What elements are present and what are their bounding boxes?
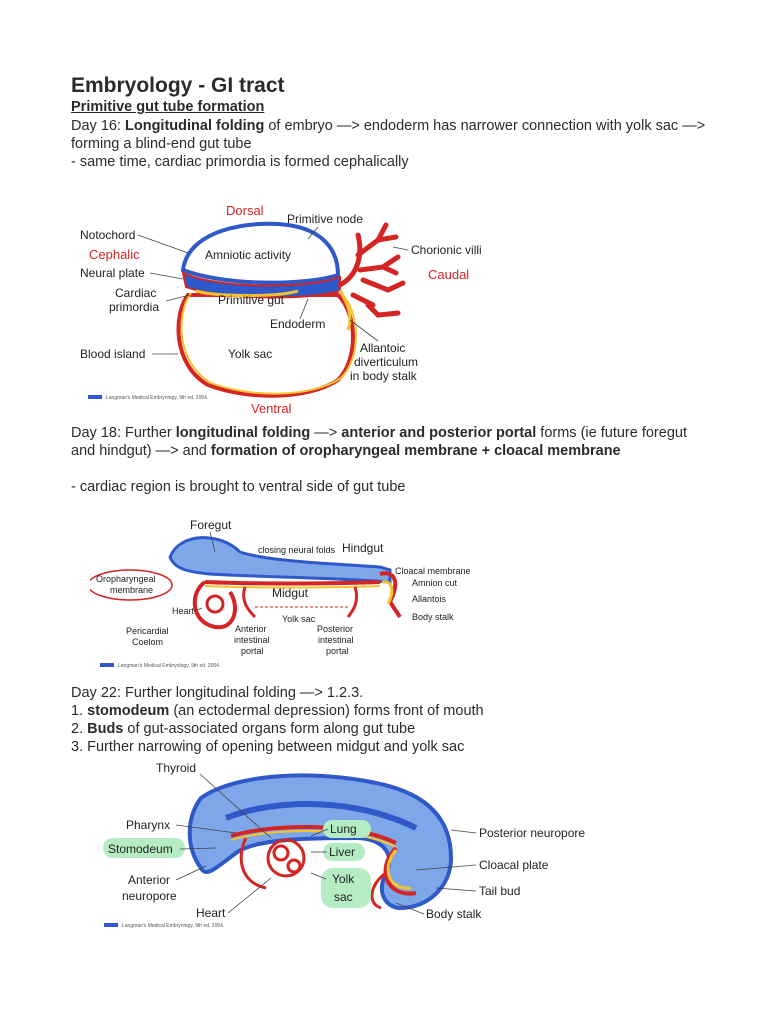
label-yolk-sac: Yolk sac [228, 347, 272, 361]
day18-bold2: anterior and posterior portal [341, 425, 536, 441]
label-yolk: Yolk [332, 872, 355, 886]
label-anterior-neuropore-2: neuropore [122, 889, 177, 903]
label-allantoic-3: in body stalk [350, 369, 418, 383]
figure-day22-svg: Thyroid Pharynx Stomodeum Anterior neuro… [96, 758, 596, 938]
label-liver: Liver [329, 845, 355, 859]
item2-rest: of gut-associated organs form along gut … [123, 721, 415, 737]
posterior-portal-shape [348, 587, 357, 617]
label-neural-plate: Neural plate [80, 266, 145, 280]
yolk-sac-shape [178, 295, 353, 396]
label-midgut: Midgut [272, 586, 309, 600]
label-lung: Lung [330, 822, 357, 836]
label-cardiac-1: Cardiac [115, 286, 156, 300]
figure-day16-svg: Dorsal Cephalic Caudal Ventral Notochord… [78, 195, 508, 420]
page-title: Embryology - GI tract [71, 74, 285, 98]
label-amnion-cut: Amnion cut [412, 578, 458, 588]
day18-bold3: formation of oropharyngeal membrane + cl… [211, 443, 621, 459]
figure-citation: Langman's Medical Embryology, 9th ed. 20… [118, 663, 220, 669]
item1-bold: stomodeum [87, 703, 169, 719]
label-sac: sac [334, 890, 353, 904]
item2-number: 2. [71, 721, 87, 737]
label-primitive-node: Primitive node [287, 212, 363, 226]
label-body-stalk: Body stalk [412, 612, 454, 622]
item2-bold: Buds [87, 721, 123, 737]
day22-line1: Day 22: Further longitudinal folding —> … [71, 684, 711, 702]
figure-day18-svg: Foregut closing neural folds Hindgut Oro… [90, 512, 490, 672]
figure-citation: Langman's Medical Embryology, 9th ed. 20… [106, 395, 208, 401]
day18-line2: - cardiac region is brought to ventral s… [71, 478, 711, 496]
label-hindgut: Hindgut [342, 541, 384, 555]
label-closing-neural-folds: closing neural folds [258, 545, 336, 555]
label-anterior-portal-3: portal [241, 646, 264, 656]
day18-mid1: —> [310, 425, 341, 441]
anterior-portal-shape [244, 587, 255, 617]
label-posterior-portal-3: portal [326, 646, 349, 656]
label-cloacal-plate: Cloacal plate [479, 858, 549, 872]
section-heading: Primitive gut tube formation [71, 99, 264, 115]
label-notochord: Notochord [80, 228, 135, 242]
label-amniotic-activity: Amniotic activity [205, 248, 291, 262]
label-chorionic-villi: Chorionic villi [411, 243, 482, 257]
item1-rest: (an ectodermal depression) forms front o… [169, 703, 483, 719]
label-foregut: Foregut [190, 518, 232, 532]
label-anterior-portal-2: intestinal [234, 635, 270, 645]
day22-item3: 3. Further narrowing of opening between … [71, 738, 711, 756]
label-posterior-portal-2: intestinal [318, 635, 354, 645]
label-oropharyngeal-1: Oropharyngeal [96, 574, 156, 584]
label-caudal: Caudal [428, 267, 469, 282]
label-stomodeum: Stomodeum [108, 842, 173, 856]
embryo-outline [190, 775, 451, 908]
label-allantois: Allantois [412, 594, 447, 604]
heart-shape [195, 582, 235, 627]
label-endoderm: Endoderm [270, 317, 325, 331]
label-cloacal-membrane: Cloacal membrane [395, 566, 471, 576]
day16-paragraph: Day 16: Longitudinal folding of embryo —… [71, 117, 711, 153]
figure-day16: Dorsal Cephalic Caudal Ventral Notochord… [78, 195, 508, 420]
label-blood-island: Blood island [80, 347, 145, 361]
label-tail-bud: Tail bud [479, 884, 520, 898]
label-cardiac-2: primordia [109, 300, 159, 314]
day18-paragraph: Day 18: Further longitudinal folding —> … [71, 424, 711, 460]
label-ventral: Ventral [251, 401, 292, 416]
label-yolk-sac: Yolk sac [282, 614, 316, 624]
day22-item1: 1. stomodeum (an ectodermal depression) … [71, 702, 711, 720]
label-dorsal: Dorsal [226, 203, 264, 218]
gut-tube-red [205, 582, 380, 584]
label-pharynx: Pharynx [126, 818, 170, 832]
label-allantoic-2: diverticulum [354, 355, 418, 369]
day18-prefix: Day 18: Further [71, 425, 176, 441]
item1-number: 1. [71, 703, 87, 719]
label-anterior-neuropore-1: Anterior [128, 873, 170, 887]
label-pericardial-2: Coelom [132, 637, 163, 647]
day16-line2: - same time, cardiac primordia is formed… [71, 153, 711, 171]
day18-bold1: longitudinal folding [176, 425, 311, 441]
figure-citation: Langman's Medical Embryology, 9th ed. 20… [122, 923, 224, 929]
day16-prefix: Day 16: [71, 118, 125, 134]
label-pericardial-1: Pericardial [126, 626, 169, 636]
label-body-stalk: Body stalk [426, 907, 482, 921]
label-oropharyngeal-2: membrane [110, 585, 153, 595]
label-thyroid: Thyroid [156, 761, 196, 775]
figure-day18: Foregut closing neural folds Hindgut Oro… [90, 512, 490, 672]
label-heart: Heart [172, 606, 195, 616]
label-primitive-gut: Primitive gut [218, 293, 285, 307]
label-anterior-portal-1: Anterior [235, 624, 267, 634]
label-posterior-portal-1: Posterior [317, 624, 353, 634]
figure-day22: Thyroid Pharynx Stomodeum Anterior neuro… [96, 758, 596, 938]
label-allantoic-1: Allantoic [360, 341, 405, 355]
label-posterior-neuropore: Posterior neuropore [479, 826, 585, 840]
label-heart: Heart [196, 906, 226, 920]
day22-item2: 2. Buds of gut-associated organs form al… [71, 720, 711, 738]
chorionic-villi-shape [340, 225, 403, 315]
label-cephalic: Cephalic [89, 247, 140, 262]
day16-bold: Longitudinal folding [125, 118, 264, 134]
